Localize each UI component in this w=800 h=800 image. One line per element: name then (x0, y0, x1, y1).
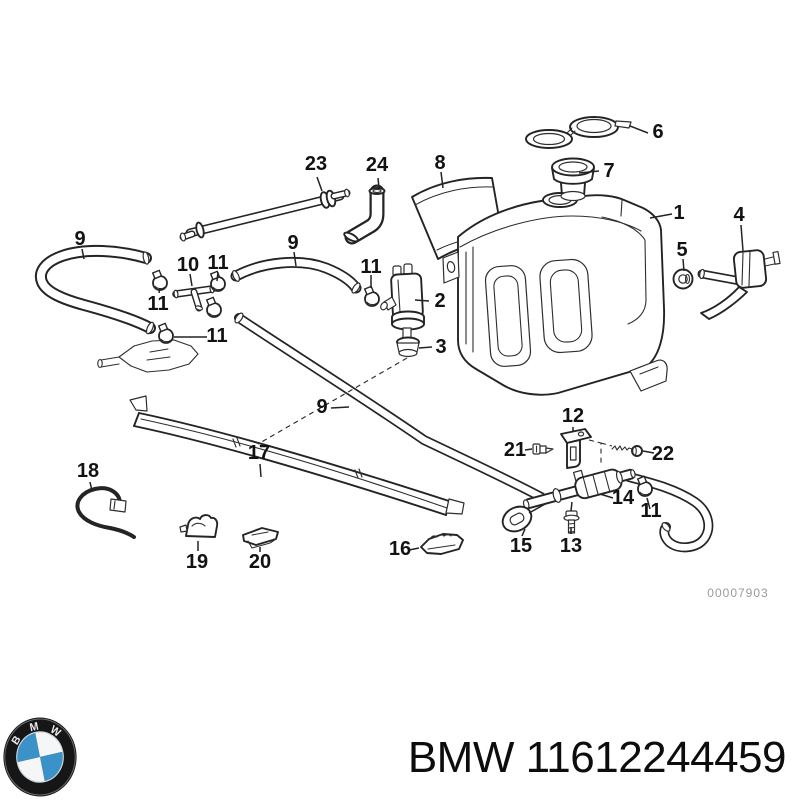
callout-3: 3 (435, 336, 446, 358)
part-24-elbow (343, 184, 386, 245)
part-9-hose-left (35, 244, 156, 335)
part-16-holder (420, 533, 464, 555)
callout-1: 1 (673, 202, 684, 224)
callout-14: 14 (612, 487, 635, 509)
parts-diagram: 1 2 3 4 5 6 7 8 9 9 9 10 11 11 11 11 11 … (35, 116, 781, 600)
callout-9-b: 9 (287, 232, 298, 254)
bmw-roundel-icon: B M W (3, 717, 77, 797)
callout-24: 24 (366, 154, 389, 176)
callout-11-a: 11 (207, 252, 228, 274)
leader-lines (81, 125, 744, 552)
part-20-clip (242, 527, 279, 549)
callout-12: 12 (562, 405, 584, 427)
callout-11-c: 11 (206, 325, 227, 347)
callout-19: 19 (186, 551, 208, 573)
callout-9-c: 9 (316, 396, 327, 418)
callout-6: 6 (652, 121, 663, 143)
part-9-hose-long (234, 312, 714, 553)
part-9-hose-middle (230, 256, 362, 294)
callout-17: 17 (248, 442, 270, 464)
part-19-clip (179, 514, 219, 538)
part-1-reservoir-tank (442, 192, 668, 396)
callout-16: 16 (389, 538, 411, 560)
hose-clamp (205, 296, 222, 318)
part-14-nozzle-assembly (522, 468, 636, 510)
roundel-quadrant-white (35, 731, 63, 757)
callout-9-a: 9 (74, 228, 85, 250)
callout-21: 21 (504, 439, 526, 461)
part-6-cap (525, 116, 632, 149)
part-2-washer-pump (380, 263, 425, 343)
part-12-bracket (560, 428, 592, 469)
callout-22: 22 (652, 443, 674, 465)
part-17-carrier-strip (129, 395, 465, 516)
callout-2: 2 (434, 290, 445, 312)
part-number-caption: BMW 11612244459 (407, 733, 787, 782)
part-10-t-connector (172, 284, 216, 312)
callout-8: 8 (434, 152, 445, 174)
hose-clamp (363, 285, 380, 307)
part-3-grommet (396, 336, 420, 358)
part-15-grommet (501, 505, 533, 533)
watermark-number: 00007903 (707, 586, 768, 600)
hose-clamp (151, 269, 168, 291)
part-23-tube (179, 188, 351, 242)
callout-13: 13 (560, 535, 582, 557)
callout-10: 10 (177, 254, 199, 276)
callout-15: 15 (510, 535, 532, 557)
part-21-screw (532, 443, 554, 455)
callout-5: 5 (676, 239, 687, 261)
roundel-quadrant-blue (40, 751, 64, 782)
callout-11-b: 11 (147, 293, 168, 315)
callout-11-e: 11 (640, 500, 661, 522)
callout-23: 23 (305, 153, 327, 175)
hose-clamp (157, 322, 174, 344)
part-5-seal (672, 268, 694, 290)
roundel-quadrant-blue (16, 732, 40, 763)
callout-4: 4 (733, 204, 745, 226)
washer-jet-outline (97, 339, 199, 373)
callout-18: 18 (77, 460, 99, 482)
assembly-dashed-lines (257, 357, 613, 465)
part-18-cable-tie (75, 486, 136, 539)
callout-20: 20 (249, 551, 271, 573)
callout-7: 7 (603, 160, 614, 182)
part-4-level-sensor (697, 249, 781, 320)
callout-11-d: 11 (360, 256, 381, 278)
logo-letter: M (29, 720, 40, 734)
part-22-screw (611, 445, 643, 457)
part-7-filler-neck (551, 157, 595, 202)
roundel-quadrant-white (17, 757, 45, 783)
